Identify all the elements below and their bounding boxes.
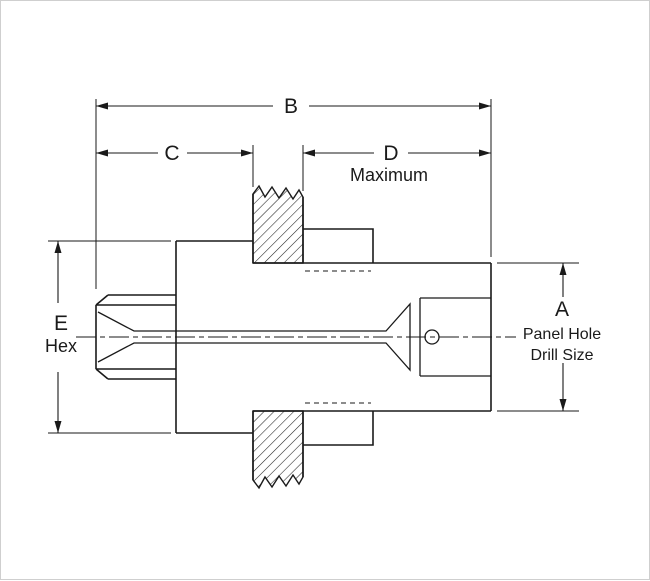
dim-a-label: A — [555, 298, 569, 321]
arrowhead-e-top — [54, 241, 62, 253]
check-ball — [424, 329, 440, 345]
arrowhead-a-bottom — [559, 399, 567, 411]
dim-a-note-line2: Drill Size — [530, 347, 593, 364]
arrowhead-a-top — [559, 263, 567, 275]
arrowhead-e-bottom — [54, 421, 62, 433]
dimension-lines — [57, 105, 564, 433]
arrowhead-d-left — [303, 149, 315, 157]
panel-nut-section-top — [252, 184, 304, 264]
dim-d-label: D — [383, 142, 398, 165]
dim-a-note-line1: Panel Hole — [523, 326, 601, 343]
dim-d-note: Maximum — [350, 165, 428, 185]
panel-nut-section-bottom — [252, 410, 304, 490]
arrowhead-d-right — [479, 149, 491, 157]
internal-bore-outline — [97, 297, 491, 377]
hidden-thread-lines — [305, 270, 371, 404]
dim-e-note: Hex — [45, 336, 77, 356]
arrowhead-c-left — [96, 149, 108, 157]
extension-lines — [48, 99, 579, 434]
dim-c-label: C — [164, 142, 179, 165]
dim-e-label: E — [54, 312, 68, 335]
dim-b-label: B — [284, 95, 298, 118]
arrowhead-c-right — [241, 149, 253, 157]
arrowheads — [54, 102, 567, 433]
arrowhead-b-right — [479, 102, 491, 110]
part-outline — [95, 194, 492, 480]
arrowhead-b-left — [96, 102, 108, 110]
